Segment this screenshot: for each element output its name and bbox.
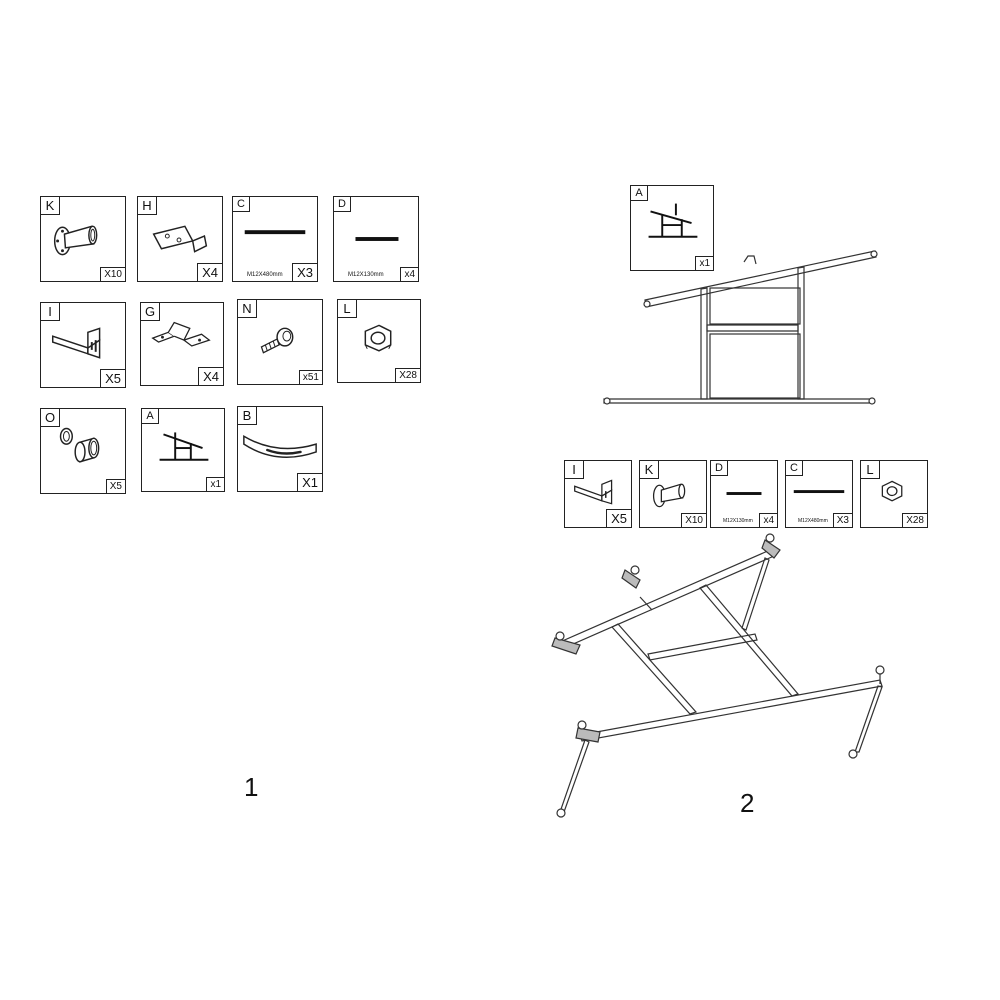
part-letter: D [334,197,351,212]
step2-part-c-card: C M12X480mm X3 [785,460,853,528]
part-letter: A [142,409,159,424]
sleeve-ring-icon [59,427,100,463]
frame-a-icon [648,203,698,238]
frame-assembled-drawing [551,533,885,818]
frame-a-flat-drawing [603,250,878,405]
part-quantity: x1 [206,477,224,491]
part-letter: O [41,409,61,427]
part-letter: I [41,303,60,321]
part-letter: K [640,461,659,479]
step-number: 1 [244,772,259,802]
bent-plate-icon [152,225,208,253]
part-letter: I [565,461,584,479]
angle-bracket-icon [574,479,613,505]
part-quantity: X4 [197,263,222,281]
part-letter: K [41,197,60,215]
part-letter: N [238,300,257,318]
hex-nut-icon [364,324,392,352]
part-d-card: D M12X130mm x4 [333,196,419,282]
part-letter: A [631,186,648,201]
part-c-card: C M12X480mm X3 [232,196,318,282]
part-letter: L [861,461,880,479]
part-o-card: O X5 [40,408,126,494]
hex-nut-icon [881,480,903,502]
part-letter: H [138,197,157,215]
part-spec: M12X480mm [247,272,283,278]
part-k-card: K X10 [40,196,126,282]
part-quantity: x4 [759,513,777,527]
long-rod-icon [793,490,845,494]
part-quantity: X5 [105,479,125,493]
part-quantity: X10 [681,513,706,527]
part-a-card: A x1 [141,408,225,492]
flange-tube-icon [652,483,686,508]
part-letter: D [711,461,728,476]
part-b-card: B X1 [237,406,323,492]
part-quantity: x4 [400,267,418,281]
step2-part-d-card: D M12X130mm x4 [710,460,778,528]
flange-tube-icon [53,225,98,256]
part-n-card: N x51 [237,299,323,385]
part-quantity: X10 [100,267,125,281]
part-quantity: x1 [695,256,713,270]
part-letter: G [141,303,161,321]
step2-part-i-card: I X5 [564,460,632,528]
part-quantity: X3 [292,263,317,281]
part-spec: M12X130mm [348,272,384,278]
step2-part-k-card: K X10 [639,460,707,528]
part-quantity: X28 [902,513,927,527]
part-letter: L [338,300,357,318]
part-l-card: L X28 [337,299,421,383]
u-bracket-icon [151,321,211,347]
short-rod-icon [355,237,399,241]
part-quantity: X28 [395,368,420,382]
angle-bracket-icon [51,327,101,359]
part-spec: M12X130mm [723,518,753,524]
bolt-icon [260,327,294,354]
part-quantity: X3 [832,513,852,527]
curved-plate-icon [243,435,317,458]
part-h-card: H X4 [137,196,223,282]
frame-a-icon [159,432,209,461]
part-quantity: X5 [100,369,125,387]
part-quantity: X4 [198,367,223,385]
frame-a-card: A x1 [630,185,714,271]
part-letter: C [786,461,803,476]
long-rod-icon [244,230,306,235]
step-number: 2 [740,788,755,818]
part-i-card: I X5 [40,302,126,388]
part-quantity: X1 [297,473,322,491]
part-quantity: X5 [606,509,631,527]
short-rod-icon [726,492,762,495]
part-g-card: G X4 [140,302,224,386]
part-letter: C [233,197,250,212]
part-quantity: x51 [298,370,322,384]
part-letter: B [238,407,257,425]
part-spec: M12X480mm [798,518,828,524]
step2-part-l-card: L X28 [860,460,928,528]
